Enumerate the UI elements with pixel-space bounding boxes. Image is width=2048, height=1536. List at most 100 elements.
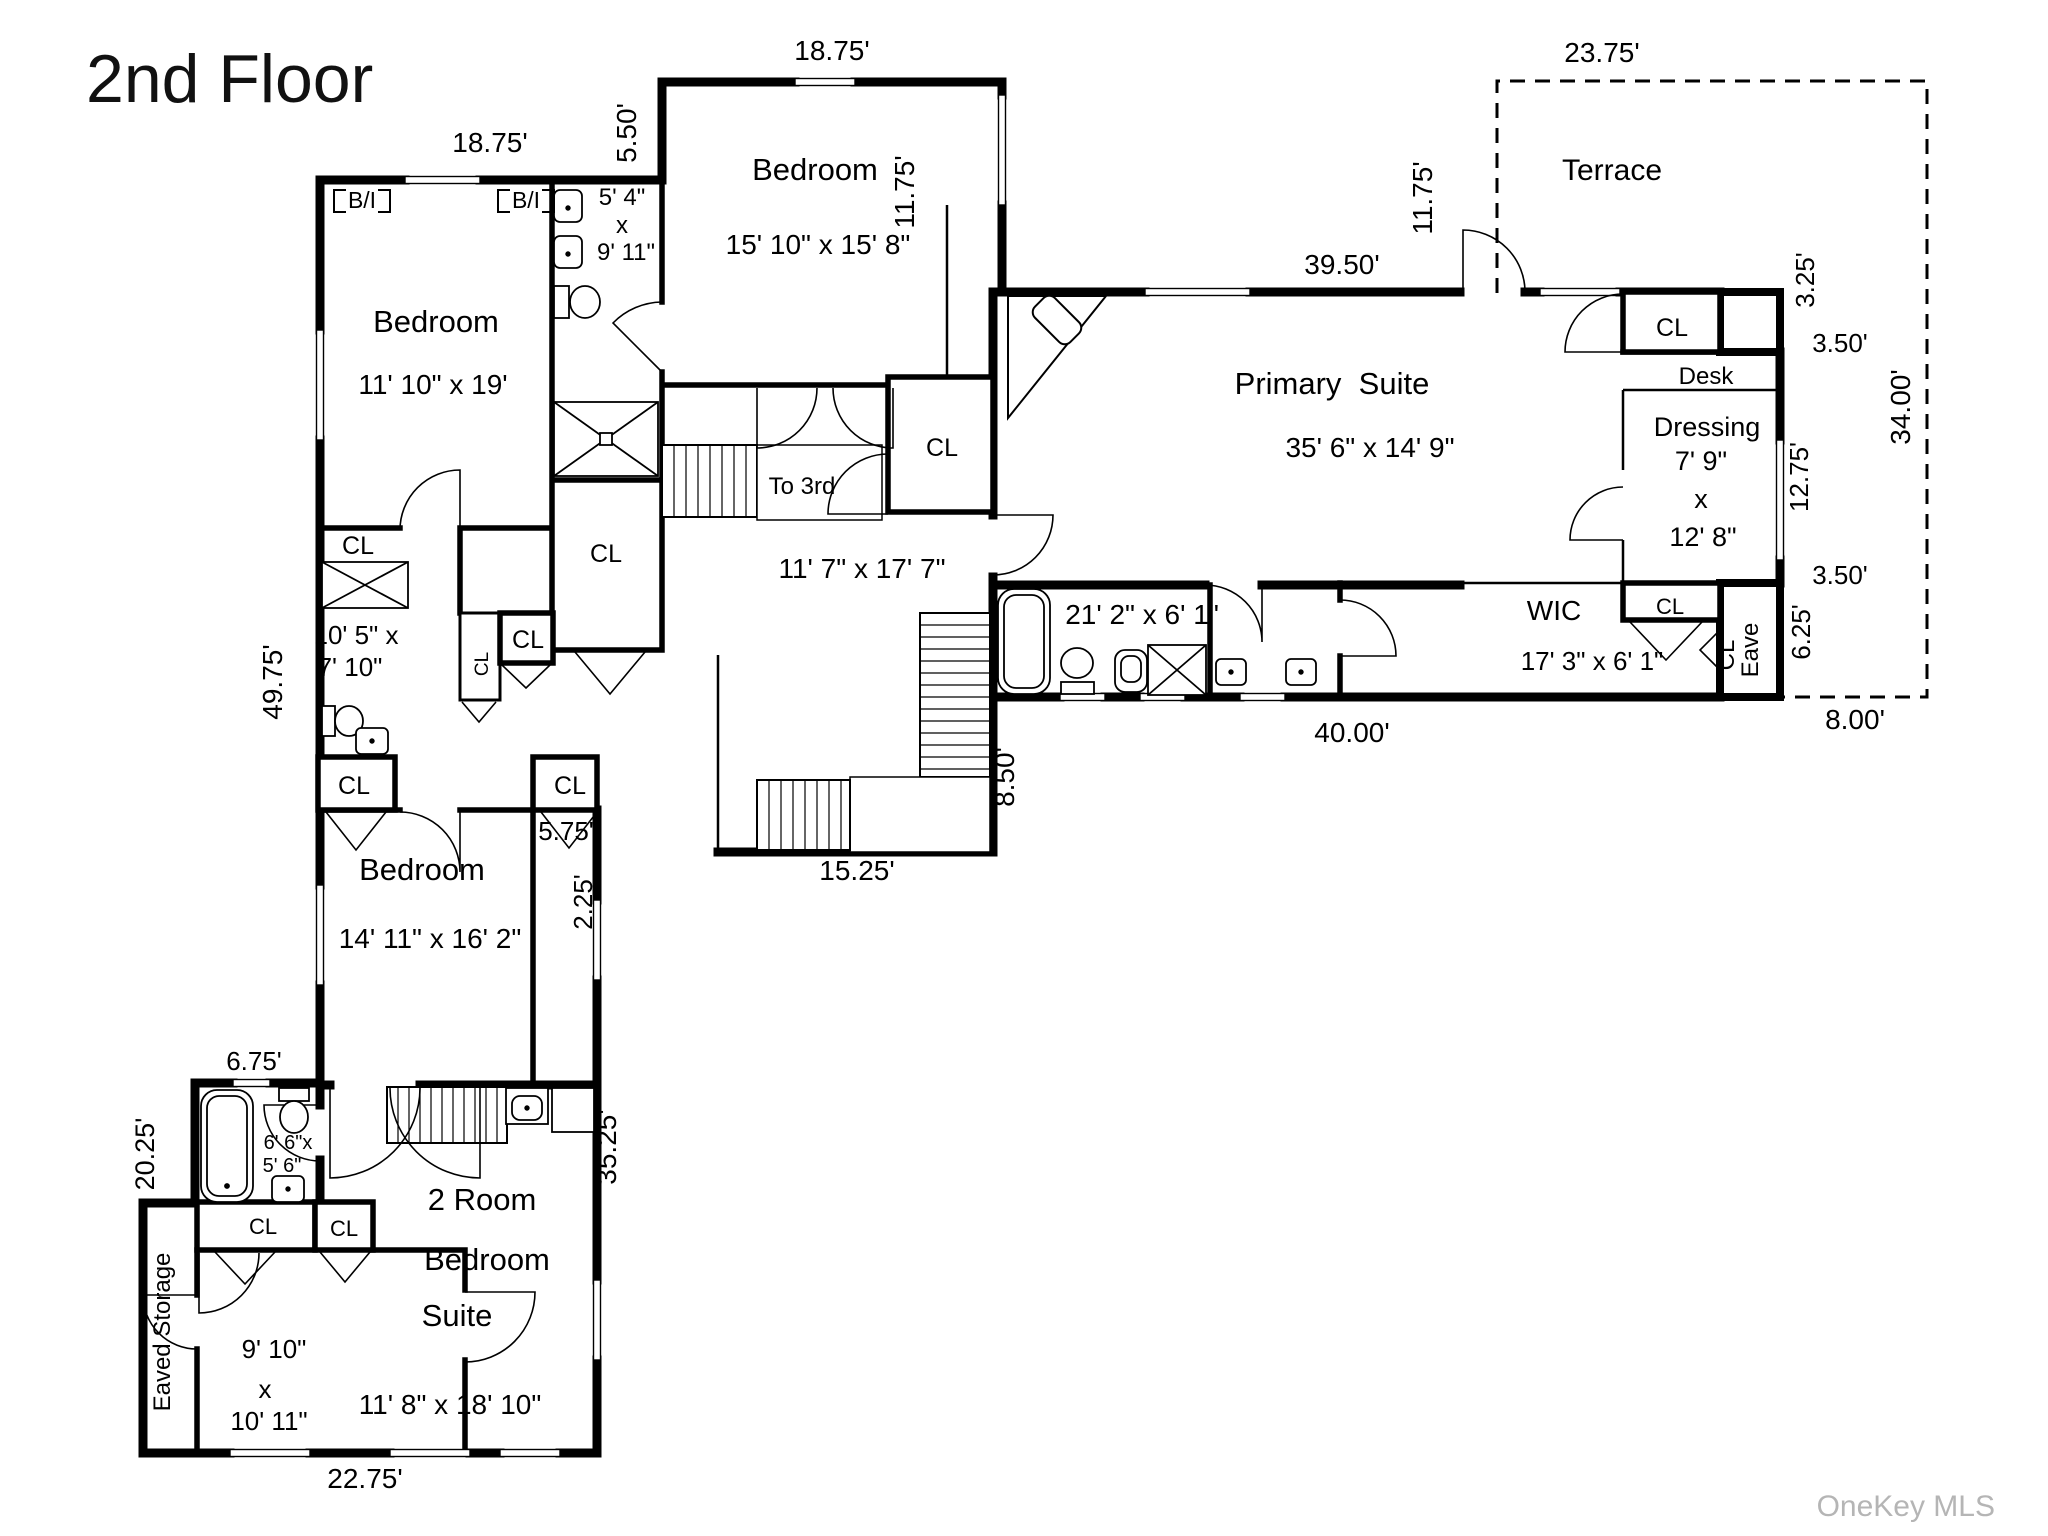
label-bedroom-top-mid: Bedroom: [752, 152, 878, 187]
stairs: [386, 444, 991, 1144]
lower-closet-left-box: [194, 1199, 318, 1253]
label-room2-sep: x: [259, 1374, 272, 1404]
door-arc: [142, 1294, 198, 1350]
toilet-icon: [278, 1087, 310, 1134]
label-dressing-sep: x: [1694, 484, 1708, 514]
dim-closet-jog-width: 5.75': [538, 816, 594, 846]
door-arc: [464, 1291, 536, 1363]
label-dressing-width: 7' 9": [1675, 446, 1727, 476]
label-room2-width: 9' 10": [242, 1334, 307, 1364]
door-arc: [389, 1087, 481, 1179]
label-bedroom-top-left-dims: 11' 10" x 19': [358, 369, 507, 400]
dim-corner-closet-height: 3.50': [1812, 328, 1868, 358]
built-in-label: B/I: [348, 187, 376, 213]
stairs-lower-flight: [386, 1086, 508, 1144]
bedroom-mid-closet-right-box: [530, 754, 600, 813]
lower-closet-right-box: [312, 1199, 376, 1253]
dim-left-wall: 49.75': [257, 644, 288, 719]
label-bath-top-depth: 9' 11": [597, 239, 655, 266]
door-arc: [399, 811, 461, 873]
door-arc: [329, 1087, 421, 1179]
label-eaved-storage: Eaved Storage: [149, 1253, 176, 1412]
door-arc: [611, 301, 663, 373]
sink-icon: [553, 189, 583, 269]
dim-bedroom-mid-right: 11.75': [889, 155, 920, 228]
closet-label: CL: [1656, 594, 1684, 619]
label-eave: Eave: [1737, 623, 1764, 678]
dim-bath-wic-bottom: 40.00': [1314, 717, 1389, 748]
vanity-icon: [505, 1087, 595, 1133]
door-arc: [756, 387, 818, 449]
dim-hall-bottom: 15.25': [819, 855, 894, 886]
stairs-main-landing: [849, 776, 991, 853]
dim-eave-bottom: 8.00': [1825, 704, 1885, 735]
built-in-marks: [333, 189, 555, 213]
label-mid-bath-2: 7' 10": [318, 652, 383, 682]
closet-label: CL: [338, 772, 370, 800]
dim-wic-jog: 3.50': [1812, 560, 1868, 590]
dim-small-bath-left: 20.25': [130, 1118, 160, 1191]
label-suite-line3: Suite: [422, 1298, 493, 1333]
label-hall-dims: 11' 7" x 17' 7": [778, 553, 945, 584]
sink-icon: [271, 1175, 305, 1203]
label-to-3rd: To 3rd: [769, 473, 836, 500]
door-arc: [1204, 584, 1263, 643]
label-bedroom-mid: Bedroom: [359, 852, 485, 887]
label-bath-top-sep: x: [616, 212, 628, 239]
dim-primary-top: 39.50': [1304, 249, 1379, 280]
sink-icon: [355, 727, 389, 755]
dim-closet-jog-height: 2.25': [568, 874, 598, 930]
shower-icon: [321, 561, 409, 609]
door-arc: [1564, 293, 1624, 353]
terrace-outline: [1495, 79, 1929, 699]
stairs-to-3rd-landing: [756, 444, 883, 521]
bidet-icon: [1114, 649, 1148, 693]
door-arc: [992, 514, 1054, 576]
label-wic-dims: 17' 3" x 6' 1": [1521, 646, 1664, 676]
mid-closet-box: [497, 610, 556, 666]
dim-top-jog: 5.50': [611, 103, 642, 163]
closet-label: CL: [472, 652, 493, 676]
label-desk: Desk: [1679, 363, 1735, 390]
stairs-return-flight: [756, 779, 851, 851]
label-room2-depth: 10' 11": [230, 1406, 307, 1436]
label-small-bath-1: 6' 6"x: [264, 1132, 313, 1154]
closet-label: CL: [249, 1214, 277, 1239]
door-arc: [399, 469, 461, 531]
tub-icon: [200, 1089, 254, 1203]
closet-label: CL: [1656, 314, 1688, 342]
door-arc: [1569, 486, 1624, 541]
dim-lower-wing-bottom: 22.75': [327, 1463, 402, 1494]
dim-terrace-top: 23.75': [1564, 37, 1639, 68]
label-suite-line1: 2 Room: [428, 1182, 537, 1217]
door-arc: [1339, 599, 1397, 657]
bed-icon: [1007, 294, 1109, 421]
toilet-icon: [321, 705, 364, 737]
bedroom-mid-closet-left-box: [315, 754, 398, 813]
door-arc: [1462, 229, 1526, 293]
closet-label: CL: [330, 1216, 358, 1241]
eave-closet-block: [1716, 579, 1784, 701]
label-dressing-depth: 12' 8": [1669, 522, 1736, 552]
shower-icon: [553, 401, 659, 477]
toilet-icon: [1060, 647, 1095, 695]
shower-icon: [1147, 644, 1207, 696]
dim-small-bath-top: 6.75': [226, 1046, 282, 1076]
dim-dressing-right: 12.75': [1784, 442, 1814, 512]
corner-closet-block: [1716, 288, 1784, 356]
dim-lower-wing-right: 35.25': [591, 1109, 622, 1184]
labels: 2nd Floor 18.75' 18.75' 5.50' 11.75' B/I…: [86, 35, 1995, 1523]
label-primary-suite: Primary Suite: [1235, 366, 1430, 401]
built-in-label: B/I: [512, 187, 540, 213]
primary-closet-box: [1620, 289, 1723, 355]
windows: [229, 77, 1785, 1458]
fixtures: [200, 189, 1317, 1203]
closet-label: CL: [512, 626, 544, 654]
closet-label: CL: [926, 434, 958, 462]
label-bedroom-top-left: Bedroom: [373, 304, 499, 339]
dim-terrace-left: 11.75': [1407, 161, 1438, 234]
closet-label: CL: [554, 772, 586, 800]
sink-icon: [1215, 658, 1317, 686]
